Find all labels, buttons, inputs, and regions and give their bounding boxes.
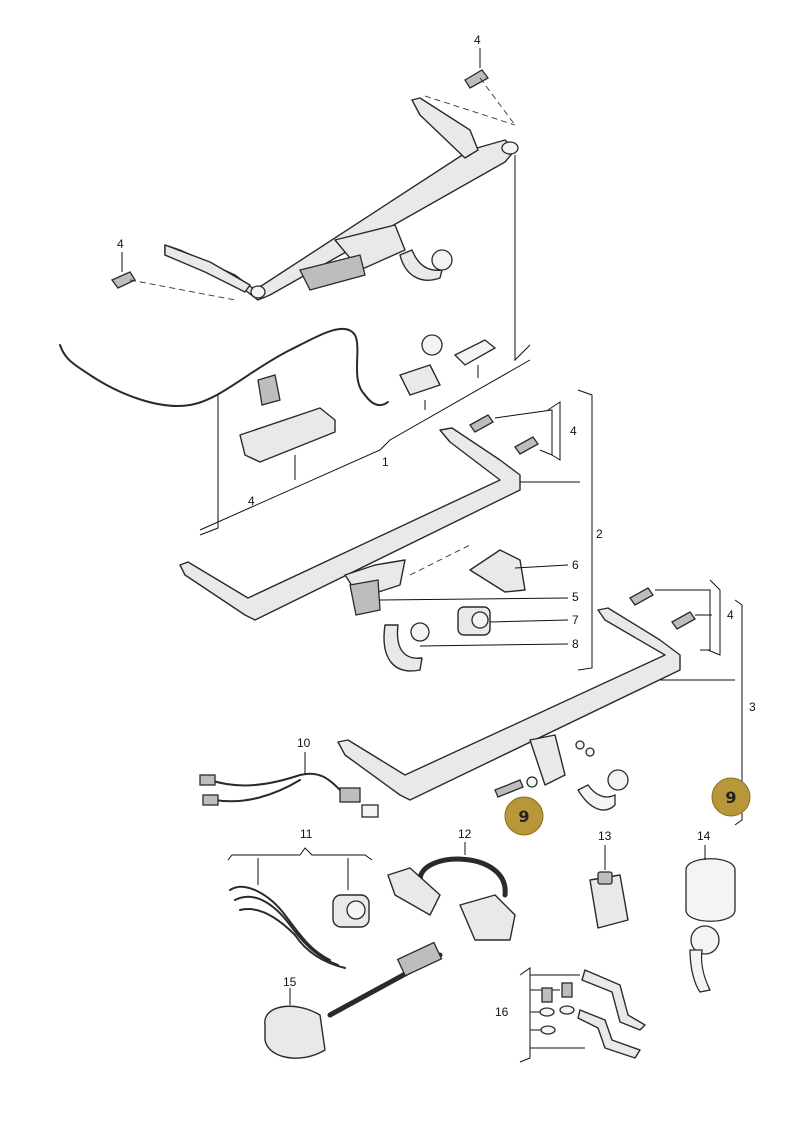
bolt-icon (464, 69, 489, 89)
callout-5: 5 (572, 590, 579, 604)
control-module-icon (239, 407, 336, 463)
tow-ball-icon (431, 249, 453, 271)
callout-4-left: 4 (117, 237, 124, 251)
bracket-icon (581, 969, 646, 1031)
bolt-icon (469, 414, 494, 433)
tow-ball-icon (607, 769, 629, 791)
part-10-wiring-adapter (199, 752, 379, 818)
callout-4-mid: 4 (248, 494, 255, 508)
part-13-plug (589, 845, 629, 929)
bolt-icon (561, 982, 573, 998)
callout-10: 10 (297, 736, 311, 750)
bolt-icon (110, 271, 136, 289)
bolt-icon (671, 611, 696, 630)
tow-ball-icon (410, 622, 430, 642)
socket-icon (459, 894, 516, 941)
part-15-cable-socket (264, 941, 443, 1059)
towbar-assembly-3 (337, 579, 743, 826)
bracket-icon (469, 549, 526, 593)
callout-4-assembly3: 4 (727, 608, 734, 622)
badge-label: 9 (518, 807, 529, 826)
highlight-badge-9-right[interactable]: 9 (711, 777, 751, 817)
bolt-icon (629, 587, 654, 606)
callout-12: 12 (458, 827, 472, 841)
callout-2: 2 (596, 527, 603, 541)
callout-15: 15 (283, 975, 297, 989)
callout-4-top: 4 (474, 33, 481, 47)
bolt-icon (514, 436, 539, 455)
callout-11: 11 (300, 827, 313, 841)
bolt-icon (494, 779, 524, 798)
callout-8: 8 (572, 637, 579, 651)
callout-13: 13 (598, 829, 612, 843)
towbar-assembly-1 (59, 69, 531, 536)
plug-icon (387, 867, 441, 916)
towbar-assembly-2 (179, 389, 593, 672)
callout-3: 3 (749, 700, 756, 714)
socket-icon (264, 1005, 326, 1059)
bolt-icon (541, 987, 553, 1003)
plug-icon (257, 374, 281, 406)
tow-ball-icon (690, 925, 720, 955)
socket-icon (421, 334, 443, 356)
connector-icon (361, 804, 379, 818)
connector-icon (202, 794, 219, 806)
badge-label: 9 (725, 788, 736, 807)
connector-icon (396, 941, 443, 977)
callout-7: 7 (572, 613, 579, 627)
callout-1: 1 (382, 455, 389, 469)
callout-6: 6 (572, 558, 579, 572)
callout-16: 16 (495, 1005, 509, 1019)
part-16-brackets (519, 967, 646, 1063)
connector-icon (199, 774, 216, 786)
cap-icon (685, 858, 736, 922)
callout-14: 14 (697, 829, 711, 843)
callout-4-assembly2: 4 (570, 424, 577, 438)
bracket-icon (577, 1009, 641, 1059)
part-14-ball-cover (685, 845, 736, 993)
connector-icon (339, 787, 361, 803)
highlight-badge-9-left[interactable]: 9 (504, 796, 544, 836)
part-11-wiring-set (227, 847, 373, 969)
part-12-adapter-cable (387, 842, 516, 941)
